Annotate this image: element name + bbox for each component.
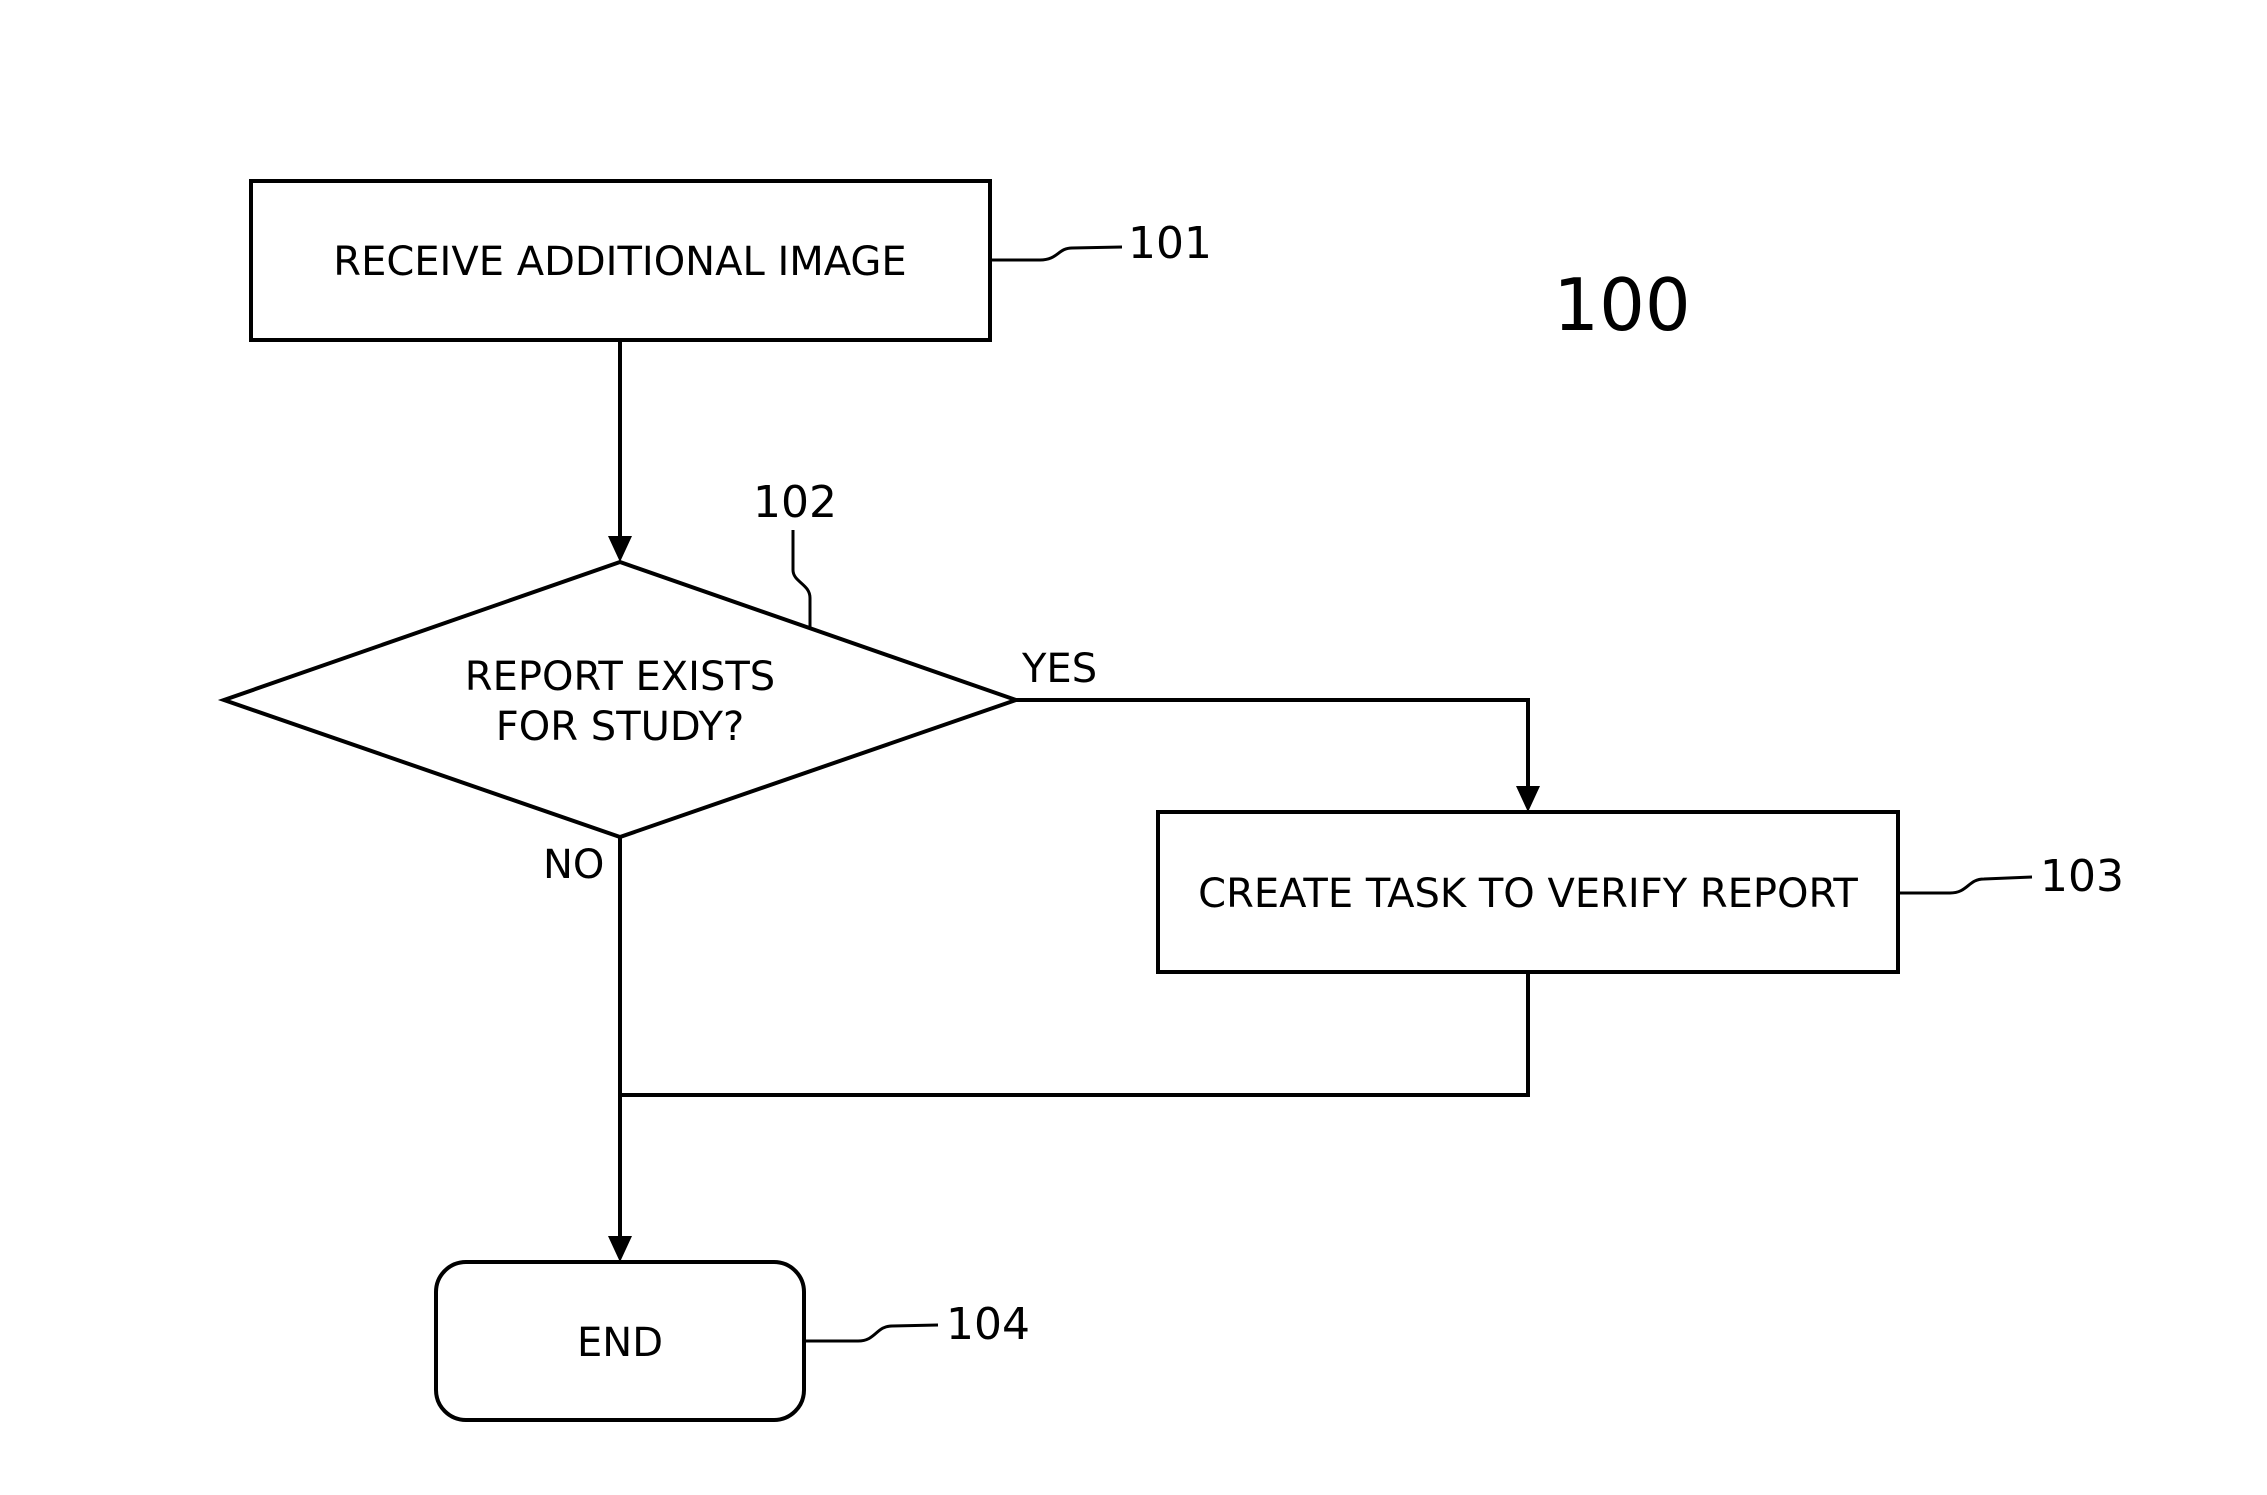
node-create-task-label: CREATE TASK TO VERIFY REPORT <box>1198 871 1858 917</box>
ref-leader-101 <box>990 247 1122 260</box>
node-decision-report-exists: REPORT EXISTS FOR STUDY? <box>224 562 1016 837</box>
arrowhead-into-create-task <box>1516 786 1540 812</box>
node-end: END <box>436 1262 804 1420</box>
ref-label-101: 101 <box>1128 218 1212 269</box>
node-create-task: CREATE TASK TO VERIFY REPORT <box>1158 812 1898 972</box>
ref-leader-104 <box>804 1325 938 1341</box>
ref-leader-102 <box>793 530 810 627</box>
edge-yes-to-create-task <box>1016 700 1528 786</box>
ref-label-103: 103 <box>2040 851 2124 902</box>
node-receive-additional-image: RECEIVE ADDITIONAL IMAGE <box>251 181 990 340</box>
node-decision-label-line2: FOR STUDY? <box>496 704 744 750</box>
edge-no-label: NO <box>543 842 604 888</box>
node-decision-label-line1: REPORT EXISTS <box>465 654 775 700</box>
ref-label-104: 104 <box>946 1299 1030 1350</box>
edge-create-task-to-merge <box>620 972 1528 1095</box>
figure-number: 100 <box>1553 263 1690 347</box>
arrowhead-into-end <box>608 1236 632 1262</box>
ref-label-102: 102 <box>753 477 837 528</box>
ref-leader-103 <box>1898 877 2032 893</box>
node-end-label: END <box>577 1320 663 1366</box>
node-receive-label: RECEIVE ADDITIONAL IMAGE <box>333 239 906 285</box>
arrowhead-into-decision <box>608 536 632 562</box>
edge-yes-label: YES <box>1021 646 1097 692</box>
